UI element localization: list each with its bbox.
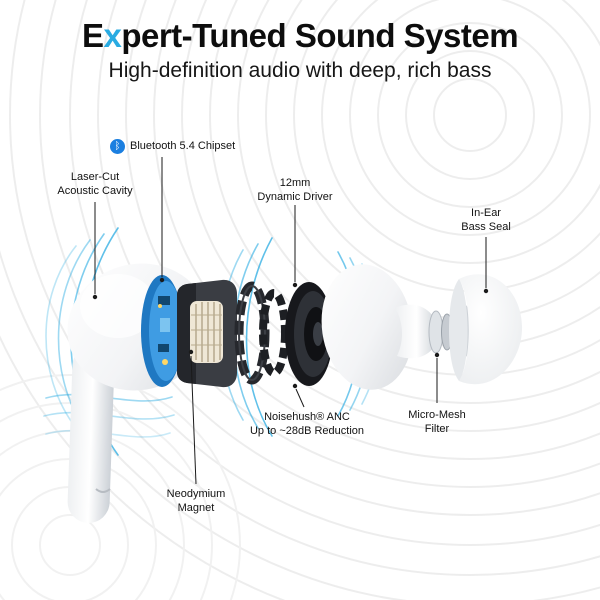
leader-neodymium bbox=[190, 355, 197, 485]
callout-laser-cut-acoustic-cavity: Laser-Cut Acoustic Cavity bbox=[35, 170, 155, 199]
earbud-stem bbox=[67, 345, 115, 523]
nozzle bbox=[395, 304, 439, 359]
subtitle: High-definition audio with deep, rich ba… bbox=[108, 58, 492, 82]
magnet-assembly bbox=[177, 279, 237, 388]
housing-rings bbox=[234, 281, 289, 385]
title-accent-letter: x bbox=[103, 17, 122, 54]
callout-anc: Noisehush® ANC Up to ~28dB Reduction bbox=[227, 410, 387, 439]
neodymium-label-line1: Neodymium bbox=[166, 488, 226, 500]
in-ear-label-line2: Bass Seal bbox=[461, 221, 511, 234]
dynamic-driver-label-line1: 12mm bbox=[279, 177, 311, 189]
callout-dynamic-driver: 12mm Dynamic Driver bbox=[235, 176, 355, 205]
bluetooth-icon: ᛒ bbox=[110, 139, 125, 154]
voice-coil-mesh bbox=[190, 301, 223, 363]
leader-anc bbox=[295, 388, 305, 408]
in-ear-label-line1: In-Ear bbox=[471, 207, 501, 219]
title-text-pre: E bbox=[81, 17, 104, 54]
neodymium-label-line2: Magnet bbox=[177, 502, 215, 515]
title-text-post: pert-Tuned Sound System bbox=[121, 17, 519, 54]
dynamic-driver-label-line2: Dynamic Driver bbox=[257, 191, 333, 204]
leader-lines bbox=[92, 157, 489, 485]
page-title: Expert-Tuned Sound System bbox=[0, 17, 600, 54]
micro-mesh-label-line1: Micro-Mesh bbox=[408, 409, 466, 421]
laser-cut-label-line2: Acoustic Cavity bbox=[57, 185, 133, 198]
anc-label-line1: Noisehush® ANC bbox=[264, 411, 350, 423]
inner-housing bbox=[321, 264, 444, 390]
callout-bluetooth-chipset: ᛒ Bluetooth 5.4 Chipset bbox=[110, 139, 235, 154]
callout-neodymium-magnet: Neodymium Magnet bbox=[146, 487, 246, 516]
anc-label-line2: Up to ~28dB Reduction bbox=[249, 425, 365, 438]
header: Expert-Tuned Sound System High-definitio… bbox=[0, 17, 600, 83]
callout-micro-mesh-filter: Micro-Mesh Filter bbox=[387, 408, 487, 437]
bluetooth-chipset-label: Bluetooth 5.4 Chipset bbox=[130, 140, 236, 153]
ear-tip bbox=[449, 274, 523, 385]
callout-in-ear-bass-seal: In-Ear Bass Seal bbox=[436, 206, 536, 235]
micro-mesh-label-line2: Filter bbox=[424, 423, 450, 436]
stem-mic-slot bbox=[95, 488, 111, 493]
chipset-board bbox=[141, 275, 183, 387]
laser-cut-label-line1: Laser-Cut bbox=[70, 171, 120, 183]
